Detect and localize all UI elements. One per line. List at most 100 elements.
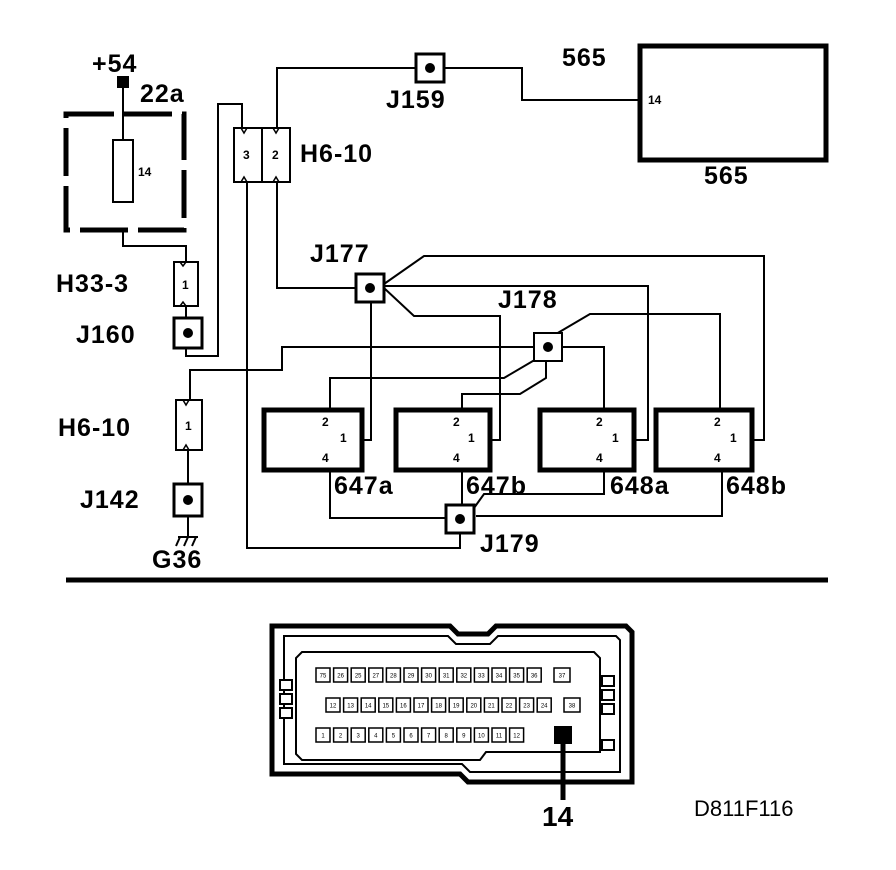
connector-pin-cell	[430, 697, 447, 713]
connector-pin-cell	[438, 727, 454, 743]
connector-pin-cell	[448, 697, 464, 713]
connector-pin-cell	[456, 667, 472, 683]
wire-j177-648b	[383, 255, 765, 441]
component-box	[261, 407, 365, 473]
connector-pin-number: 24	[541, 704, 548, 710]
component-pin-2: 2	[714, 415, 721, 429]
wire-j160-to-h610-3	[185, 103, 243, 357]
connector-pin-cell	[466, 697, 482, 713]
wire-h610-to-j179	[246, 182, 461, 549]
component-pin-1: 1	[730, 431, 737, 445]
connector-pin-cell	[420, 727, 437, 743]
component-pin-1: 1	[612, 431, 619, 445]
ecu-565-bottom-label: 565	[704, 162, 749, 190]
wire-648a-j179	[473, 470, 605, 509]
connector-pin-number: 12	[513, 734, 520, 740]
component-pin-4: 4	[453, 451, 460, 465]
component-label: 647a	[334, 472, 394, 500]
j142-label: J142	[80, 486, 140, 514]
latch-right-icon	[601, 675, 615, 751]
wire-h610-to-j177	[276, 182, 356, 289]
wire-j178-h610-left	[189, 346, 546, 400]
connector-pin-cell	[395, 697, 412, 713]
connector-pin-number: 19	[453, 704, 460, 710]
j160-node-icon	[183, 328, 193, 338]
h610-top-notch-icon	[240, 127, 280, 183]
j179-node-icon	[455, 514, 465, 524]
connector-pin-cell	[325, 697, 341, 713]
fuse-icon	[112, 139, 134, 203]
connector-pin-number: 8	[445, 734, 449, 740]
connector-pin-number: 14	[365, 704, 372, 710]
connector-pin-number: 30	[425, 674, 432, 680]
component-pin-2: 2	[596, 415, 603, 429]
j179-junction	[444, 503, 476, 535]
connector-pin-number: 3	[357, 734, 361, 740]
connector-pin-number: 27	[372, 674, 379, 680]
component-label: 647b	[466, 472, 527, 500]
connector-pin-number: 20	[470, 704, 477, 710]
h610-left-pin-label: 1	[185, 419, 192, 433]
connector-pin-number: 17	[418, 704, 425, 710]
component-box	[393, 407, 493, 473]
connector-pin-cell	[508, 727, 525, 743]
connector-pin-cell	[483, 697, 500, 713]
wire-648b-j179	[476, 470, 723, 517]
connector-pin-number: 16	[400, 704, 407, 710]
wire-j159-to-565	[444, 67, 640, 101]
connector-pin-number: 13	[347, 704, 354, 710]
wire-fuse-to-h33	[122, 232, 187, 262]
connector-pin-cell	[438, 667, 454, 683]
connector-pin-cell	[315, 667, 331, 683]
j177-label: J177	[310, 240, 370, 268]
component-pin-4: 4	[596, 451, 603, 465]
connector-pin-number: 2	[339, 734, 343, 740]
connector-pin-cell	[518, 697, 535, 713]
connector-pin-number: 75	[320, 674, 327, 680]
wire-j178-647a	[329, 357, 539, 410]
connector-pin-number: 6	[409, 734, 413, 740]
connector-pin-cell	[378, 697, 394, 713]
connector-pin-cell	[501, 697, 517, 713]
connector-pin-cell	[332, 727, 349, 743]
component-pin-1: 1	[468, 431, 475, 445]
component-647b: 2 1 4 647b	[393, 407, 527, 500]
connector-pin-number: 26	[337, 674, 344, 680]
fuse-pin-label: 14	[138, 165, 152, 179]
connector-pin-number: 5	[392, 734, 396, 740]
connector-pin-number: 37	[559, 674, 566, 680]
connector-pin-number: 4	[374, 734, 378, 740]
connector-pin-number: 21	[488, 704, 495, 710]
connector-pin-cell	[315, 727, 331, 743]
connector-pin-cell	[385, 727, 402, 743]
connector-pin-number: 9	[462, 734, 466, 740]
component-box	[653, 407, 755, 473]
ground-icon	[175, 536, 198, 547]
wires	[122, 67, 765, 549]
connector-pin-number: 25	[355, 674, 362, 680]
j160-label: J160	[76, 321, 136, 349]
j159-node-icon	[425, 63, 435, 73]
wire-j178-648a	[562, 346, 605, 410]
latch-left-icon	[279, 679, 293, 719]
component-pin-2: 2	[322, 415, 329, 429]
connector-pin-cell	[403, 727, 419, 743]
connector-pin-number: 1	[321, 734, 325, 740]
wire-h610-2-to-j159	[276, 67, 416, 128]
connector-pin-number: 29	[408, 674, 415, 680]
component-pin-4: 4	[322, 451, 329, 465]
supply-label: +54	[92, 50, 137, 78]
connector-pin-cell	[350, 727, 366, 743]
connector-pin-number: 33	[478, 674, 485, 680]
component-label: 648b	[726, 472, 787, 500]
connector-pin-cell	[360, 697, 376, 713]
fuse-box	[63, 111, 187, 233]
document-code: D811F116	[694, 796, 793, 821]
h33-pin-label: 1	[182, 278, 189, 292]
component-647a: 2 1 4 647a	[261, 407, 394, 500]
connector-pin-cell	[368, 727, 384, 743]
connector-pin-cell	[342, 697, 359, 713]
